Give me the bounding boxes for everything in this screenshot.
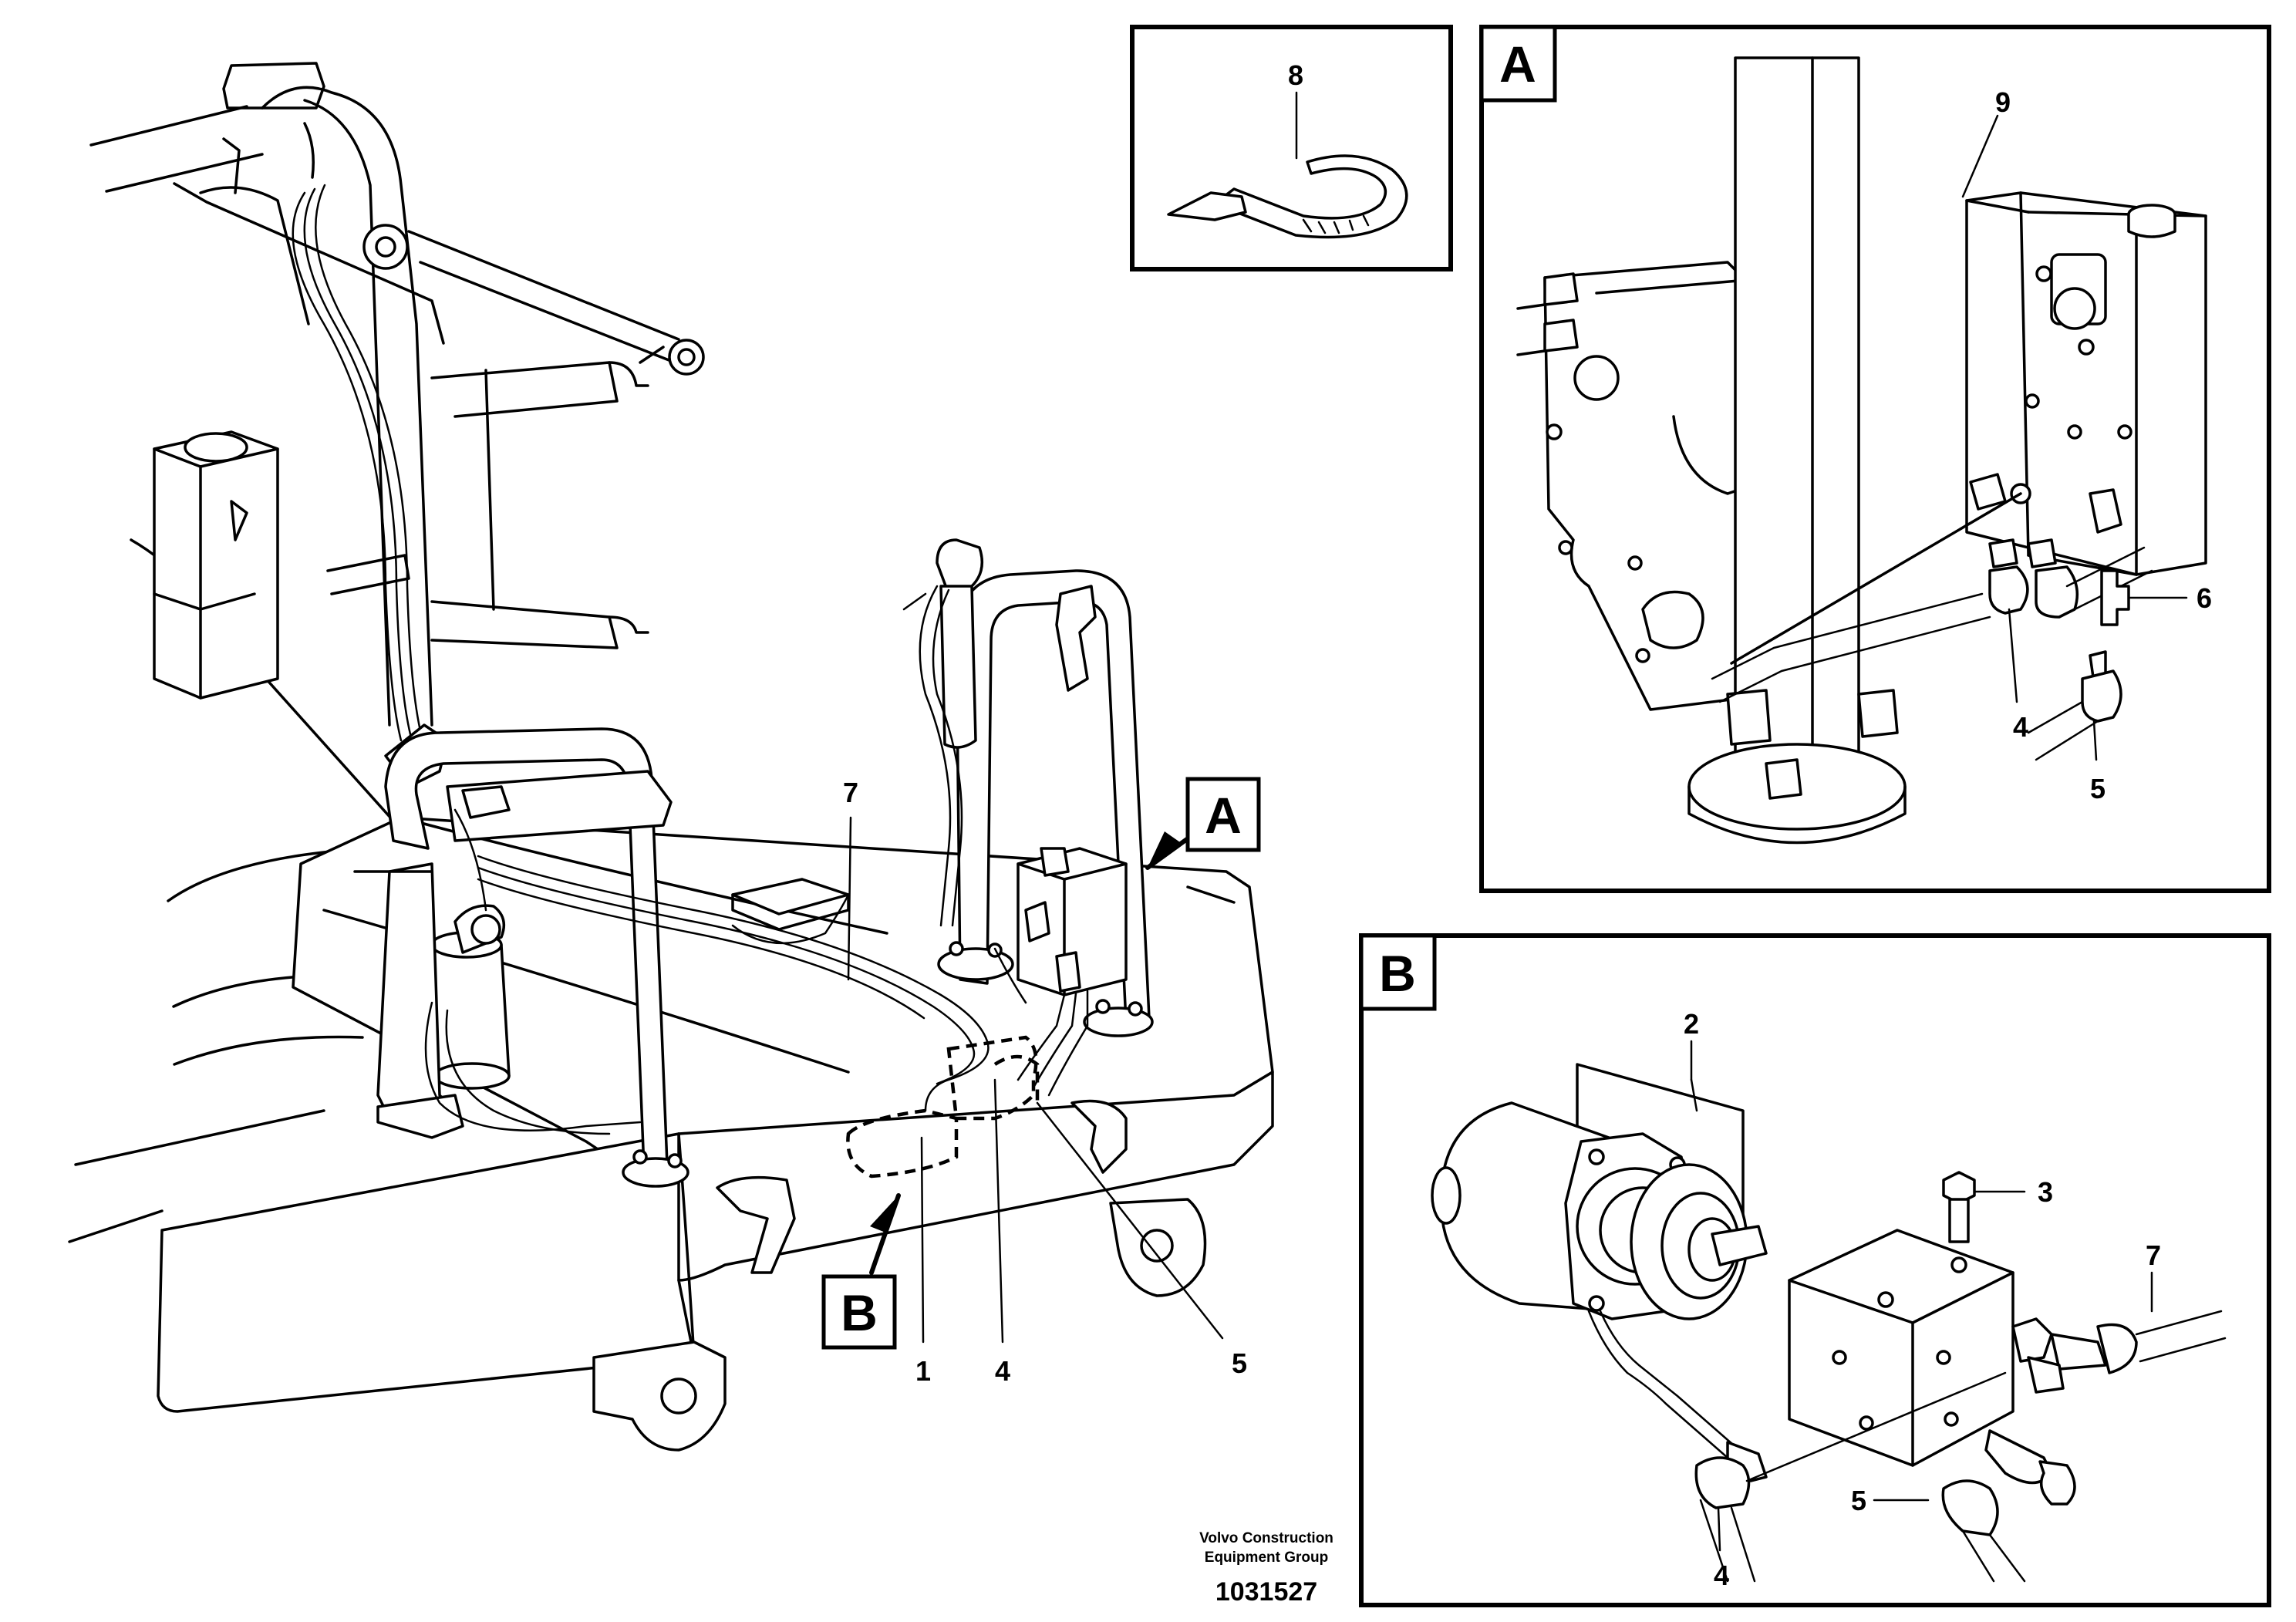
- detail-b-tag: [1359, 933, 1437, 1011]
- credit-line-2: Equipment Group: [1205, 1549, 1328, 1566]
- main-assembly: 1 4 5 7 A B: [68, 62, 1274, 1452]
- label-4: 4: [995, 1355, 1010, 1387]
- detail-a-letter: A: [1499, 35, 1536, 93]
- label-1: 1: [915, 1355, 931, 1387]
- footer-credit: Volvo Construction Equipment Group 10315…: [1199, 1530, 1333, 1607]
- view-b-letter: B: [841, 1284, 878, 1341]
- detail-a-label-6: 6: [2197, 582, 2212, 614]
- part-number: 1031527: [1215, 1577, 1317, 1607]
- leader-7: [847, 816, 852, 981]
- detail-a-label-5: 5: [2090, 773, 2106, 804]
- detail-b-label-7: 7: [2146, 1239, 2161, 1271]
- label-7: 7: [843, 777, 858, 808]
- view-a-tag: [1185, 777, 1261, 852]
- detail-b-label-3: 3: [2038, 1176, 2053, 1208]
- view-b-arrowhead: [870, 1195, 899, 1233]
- leader-5: [1036, 1101, 1224, 1340]
- detail-a: A: [1479, 25, 2271, 893]
- detail-b: B 3: [1359, 933, 2271, 1607]
- detail-b-label-4: 4: [1714, 1560, 1729, 1591]
- detail-a-label-9: 9: [1995, 86, 2011, 118]
- label-8: 8: [1288, 59, 1303, 91]
- cable-tie-inset: 8: [1130, 25, 1453, 271]
- detail-b-label-2: 2: [1684, 1008, 1699, 1040]
- label-5: 5: [1232, 1347, 1247, 1379]
- detail-a-tag: [1479, 25, 1557, 103]
- detail-b-label-5: 5: [1851, 1485, 1866, 1516]
- view-a-letter: A: [1205, 787, 1242, 844]
- detail-b-letter: B: [1379, 945, 1416, 1002]
- leader-1: [920, 1136, 925, 1344]
- view-a-arrowhead: [1148, 831, 1180, 868]
- credit-line-1: Volvo Construction: [1199, 1530, 1333, 1546]
- view-b-tag: [821, 1274, 897, 1350]
- view-b-arrow: [869, 1193, 901, 1275]
- leader-4: [993, 1078, 1004, 1344]
- detail-a-label-4: 4: [2013, 711, 2028, 743]
